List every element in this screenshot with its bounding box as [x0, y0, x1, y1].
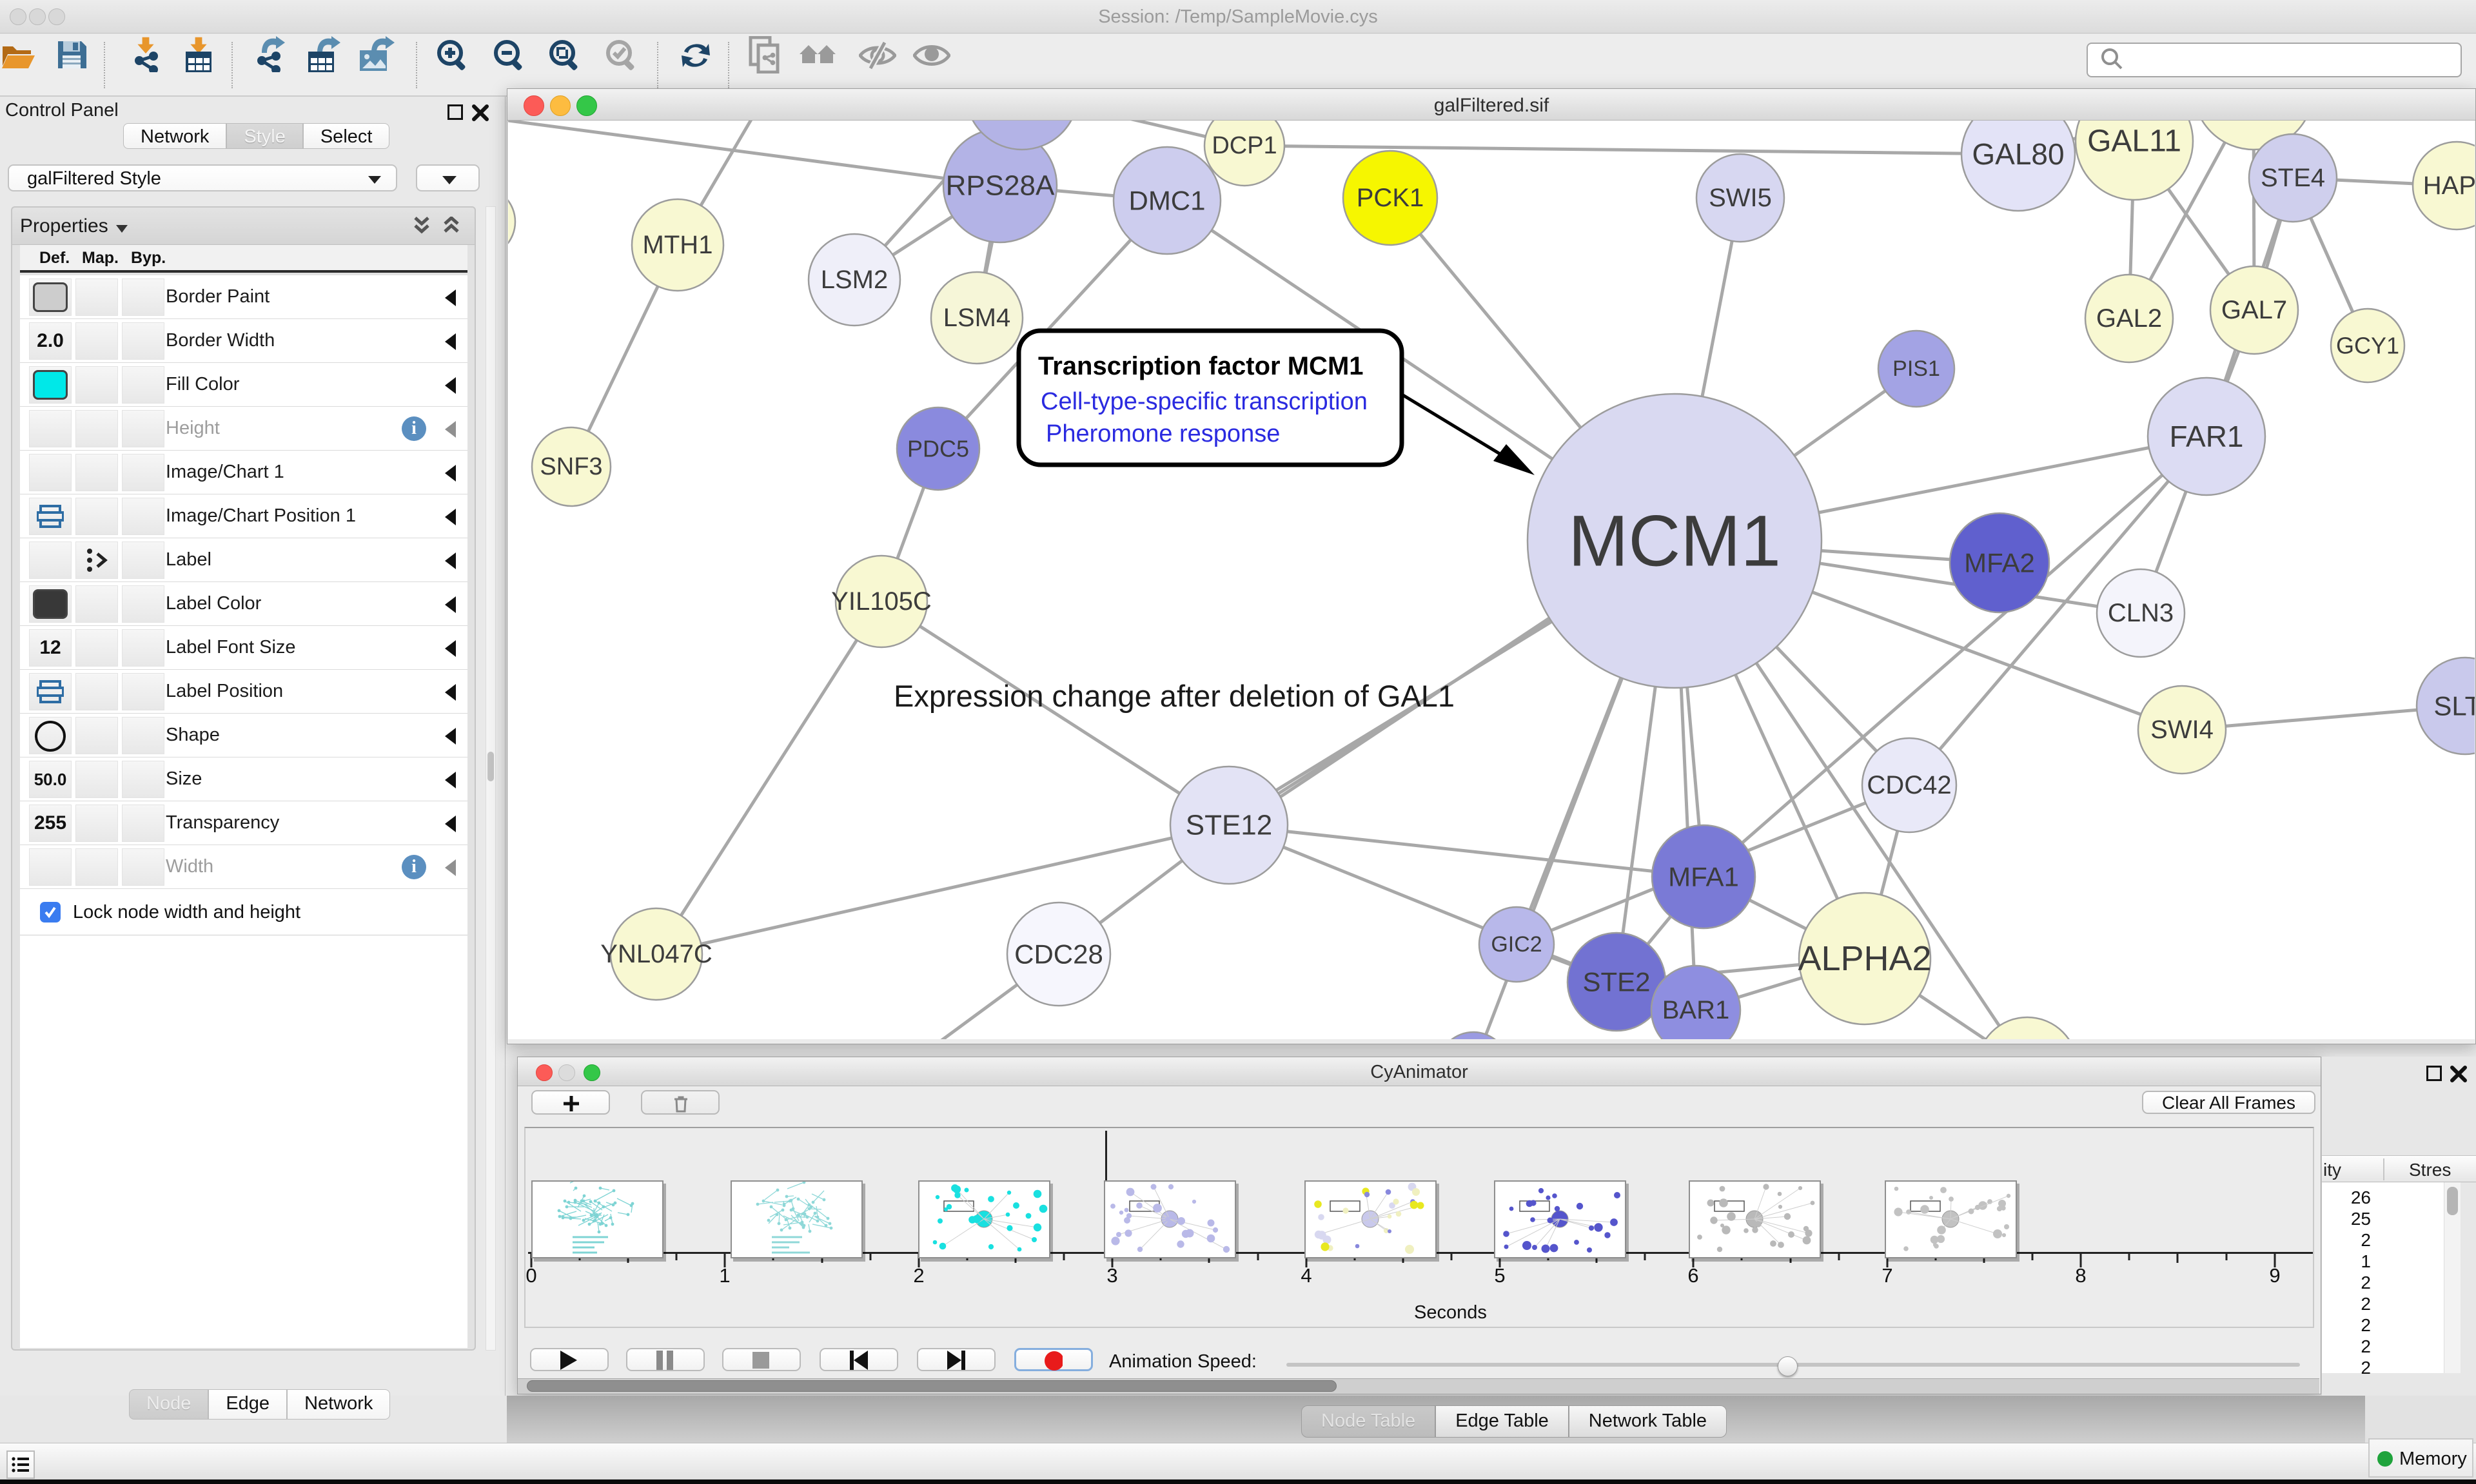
svg-text:MCM1: MCM1	[1568, 501, 1781, 581]
svg-text:PDC5: PDC5	[907, 436, 969, 462]
svg-text:9: 9	[2269, 1264, 2280, 1287]
svg-text:Expression change after deleti: Expression change after deletion of GAL1	[894, 679, 1455, 713]
svg-text:CLN3: CLN3	[2108, 599, 2174, 627]
svg-text:1: 1	[719, 1264, 730, 1287]
svg-text:5: 5	[1494, 1264, 1505, 1287]
svg-text:STE4: STE4	[2261, 164, 2325, 192]
svg-text:HAP2: HAP2	[2423, 171, 2475, 200]
svg-text:ALPHA2: ALPHA2	[1798, 939, 1931, 978]
svg-text:LSM2: LSM2	[821, 266, 889, 294]
svg-text:Transcription factor MCM1: Transcription factor MCM1	[1038, 352, 1364, 380]
svg-text:MFA1: MFA1	[1668, 862, 1739, 892]
svg-text:7: 7	[1882, 1264, 1892, 1287]
svg-text:GAL80: GAL80	[1972, 137, 2064, 171]
svg-text:Cell-type-specific transcripti: Cell-type-specific transcription	[1041, 388, 1368, 415]
svg-text:SNF3: SNF3	[540, 453, 602, 480]
svg-text:6: 6	[1687, 1264, 1698, 1287]
svg-text:8: 8	[2075, 1264, 2086, 1287]
svg-text:DMC1: DMC1	[1128, 186, 1205, 216]
svg-text:SWI5: SWI5	[1709, 184, 1772, 212]
svg-text:BAR1: BAR1	[1662, 996, 1730, 1024]
svg-text:GIC2: GIC2	[1491, 932, 1542, 957]
svg-text:4: 4	[1301, 1264, 1312, 1287]
svg-text:0: 0	[526, 1264, 536, 1287]
svg-text:GAL11: GAL11	[2087, 124, 2181, 159]
svg-text:YIL105C: YIL105C	[831, 587, 932, 616]
svg-text:PIS1: PIS1	[1892, 356, 1940, 381]
svg-text:GCY1: GCY1	[2336, 333, 2399, 359]
svg-text:CDC42: CDC42	[1867, 771, 1951, 799]
svg-text:PCK1: PCK1	[1357, 184, 1424, 212]
svg-text:DCP1: DCP1	[1212, 132, 1277, 159]
svg-text:GAL7: GAL7	[2221, 296, 2287, 324]
svg-text:SLT2: SLT2	[2433, 691, 2475, 721]
svg-text:3: 3	[1106, 1264, 1117, 1287]
svg-text:MTH1: MTH1	[643, 231, 713, 259]
svg-text:STE2: STE2	[1582, 967, 1650, 997]
svg-text:2: 2	[913, 1264, 924, 1287]
svg-text:Pheromone response: Pheromone response	[1046, 420, 1280, 447]
svg-text:MFA2: MFA2	[1964, 548, 2035, 578]
svg-text:CDC28: CDC28	[1014, 939, 1103, 970]
svg-text:FAR1: FAR1	[2169, 420, 2243, 453]
svg-text:GAL2: GAL2	[2096, 304, 2162, 333]
svg-text:LSM4: LSM4	[943, 304, 1011, 332]
svg-text:SWI4: SWI4	[2150, 716, 2214, 744]
svg-text:RPS28A: RPS28A	[946, 170, 1055, 202]
svg-text:YNL047C: YNL047C	[600, 940, 712, 968]
svg-text:STE12: STE12	[1186, 810, 1273, 841]
